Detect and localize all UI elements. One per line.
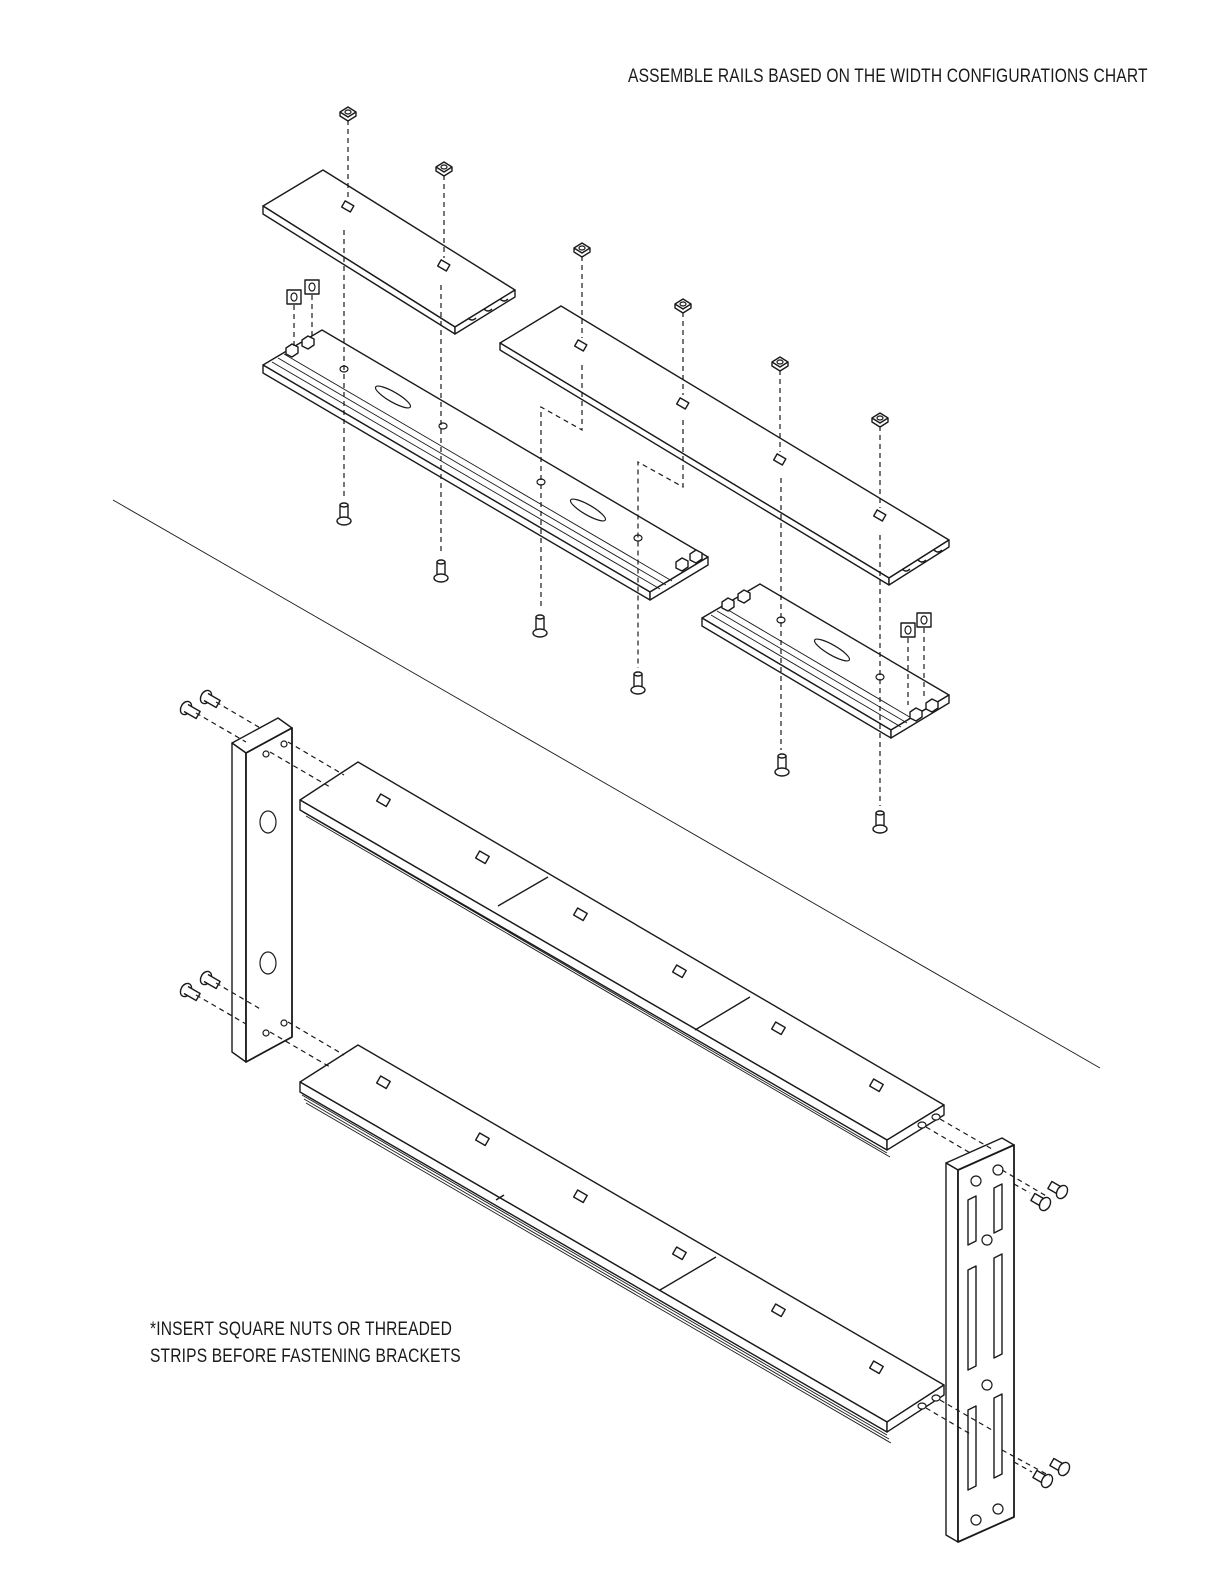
rail-segment-long [262,329,709,601]
bolts-upper [336,502,888,834]
bracket-screws-right [1030,1180,1071,1489]
plate-hole-square [436,259,451,272]
rail-segment-short [701,583,950,739]
square-nuts-upper [286,106,932,638]
end-bracket-right [945,1137,1015,1543]
plate-hole-square [340,200,355,213]
connector-plate-long [499,305,950,586]
end-bracket-left [231,717,293,1063]
assembly-note-line-2: STRIPS BEFORE FASTENING BRACKETS [150,1346,461,1367]
assembled-rail-bottom [299,1044,945,1444]
assembly-note-line-1: *INSERT SQUARE NUTS OR THREADED [150,1319,453,1340]
assembly-instruction-title: ASSEMBLE RAILS BASED ON THE WIDTH CONFIG… [628,66,1148,87]
bracket-screws-left [179,689,221,1002]
assembly-note: *INSERT SQUARE NUTS OR THREADED STRIPS B… [150,1316,461,1370]
assembly-guide-lines-lower [195,701,1051,1477]
rail-slot [813,638,851,662]
rail-slot [374,385,412,409]
assembled-rail-top [299,761,945,1158]
assembly-guide-lines-upper [293,120,925,806]
rail-slot [569,498,607,522]
section-divider-line [112,499,1101,1069]
connector-plate-short [262,169,516,335]
